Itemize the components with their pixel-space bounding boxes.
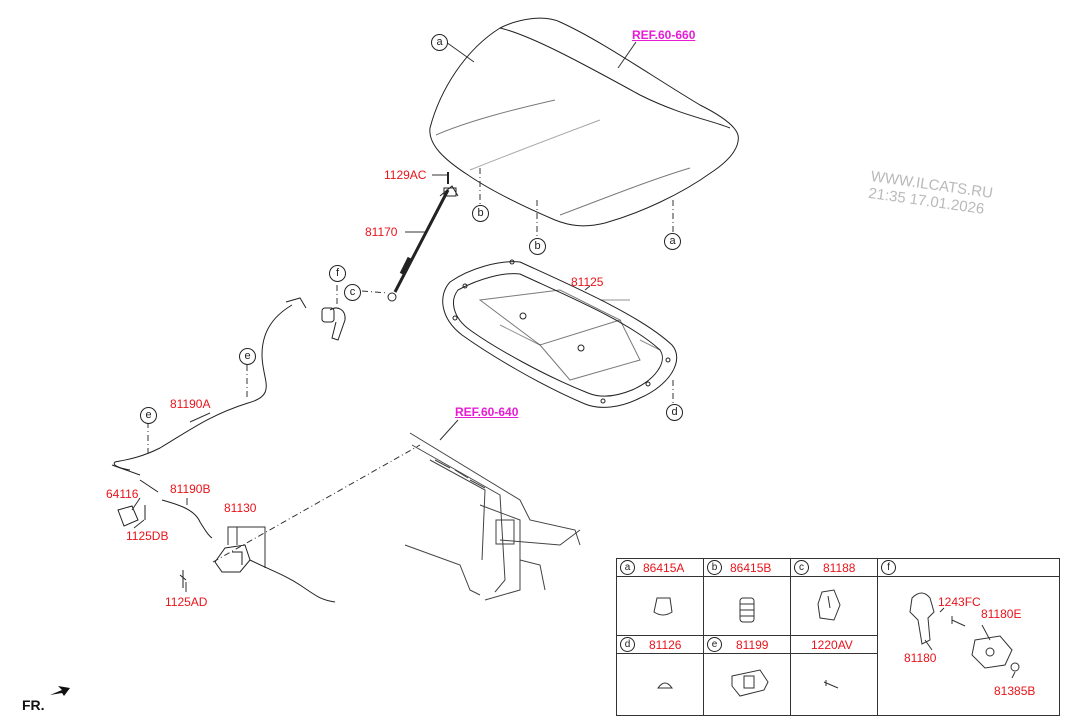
part-81125[interactable]: 81125 [571, 275, 604, 289]
legend-cell-f[interactable]: f 1243FC 81180E 81180 81385B [878, 559, 1059, 715]
callout-b: b [529, 238, 546, 255]
hood-release-cable [111, 297, 346, 539]
legend-cell-a[interactable]: a 86415A [617, 559, 704, 636]
sketch-81188 [817, 589, 841, 621]
front-arrow-icon [50, 686, 70, 696]
legend-part-number[interactable]: 1243FC [938, 595, 981, 609]
legend-cell-b[interactable]: b 86415B [704, 559, 791, 636]
sketch-81126 [657, 682, 673, 689]
legend-cell-d[interactable]: d 81126 [617, 636, 704, 715]
sketch-86415B [739, 597, 755, 623]
hood-latch [179, 544, 336, 603]
legend-key: d [620, 637, 635, 652]
callout-f: f [329, 265, 346, 282]
callout-b: b [472, 205, 489, 222]
callout-e: e [239, 348, 256, 365]
legend-part-sketches [653, 589, 1020, 697]
legend-key: e [707, 637, 722, 652]
legend-cell-e[interactable]: e 81199 [704, 636, 791, 715]
ref-hood-label[interactable]: REF.60-660 [632, 28, 696, 42]
callout-d: d [666, 404, 683, 421]
legend-key: b [707, 560, 722, 575]
sketch-86415A [653, 597, 673, 616]
legend-cell-1220AV[interactable]: 1220AV [791, 636, 878, 715]
legend-cell-c[interactable]: c 81188 [791, 559, 878, 636]
legend-part-number[interactable]: 1220AV [811, 638, 853, 652]
legend-key: a [620, 560, 635, 575]
callout-a: a [664, 233, 681, 250]
legend-key: c [794, 560, 809, 575]
legend-part-number[interactable]: 86415B [730, 561, 772, 575]
part-81130[interactable]: 81130 [224, 501, 257, 515]
part-1125DB[interactable]: 1125DB [126, 529, 169, 543]
front-direction-label: FR. [22, 697, 45, 713]
callout-c: c [344, 284, 361, 301]
legend-key: f [881, 560, 896, 575]
legend-part-number[interactable]: 81180 [904, 651, 937, 665]
legend-table: a 86415A b 86415B c 81188 d 81126 e 8119… [616, 558, 1060, 716]
ref-carrier-label[interactable]: REF.60-640 [455, 405, 519, 419]
callout-e: e [140, 407, 157, 424]
front-carrier [404, 432, 581, 601]
sketch-81199 [731, 669, 769, 697]
part-81170[interactable]: 81170 [365, 225, 398, 239]
part-81190B[interactable]: 81190B [170, 482, 211, 496]
legend-part-number[interactable]: 81180E [981, 607, 1022, 621]
sketch-1220AV [823, 680, 839, 689]
sketch-f-group [909, 592, 1020, 672]
part-64116[interactable]: 64116 [106, 487, 139, 501]
legend-part-number[interactable]: 86415A [643, 561, 685, 575]
legend-part-number[interactable]: 81385B [994, 684, 1036, 698]
part-1129AC[interactable]: 1129AC [384, 168, 427, 182]
legend-part-number[interactable]: 81188 [823, 561, 856, 575]
callout-a: a [431, 34, 448, 51]
hood-panel [429, 17, 739, 227]
legend-part-number[interactable]: 81126 [649, 638, 682, 652]
legend-part-number[interactable]: 81199 [736, 638, 769, 652]
part-1125AD[interactable]: 1125AD [165, 595, 208, 609]
part-81190A[interactable]: 81190A [170, 397, 211, 411]
hood-lift-strut [387, 172, 459, 302]
hood-insulator [442, 259, 678, 408]
